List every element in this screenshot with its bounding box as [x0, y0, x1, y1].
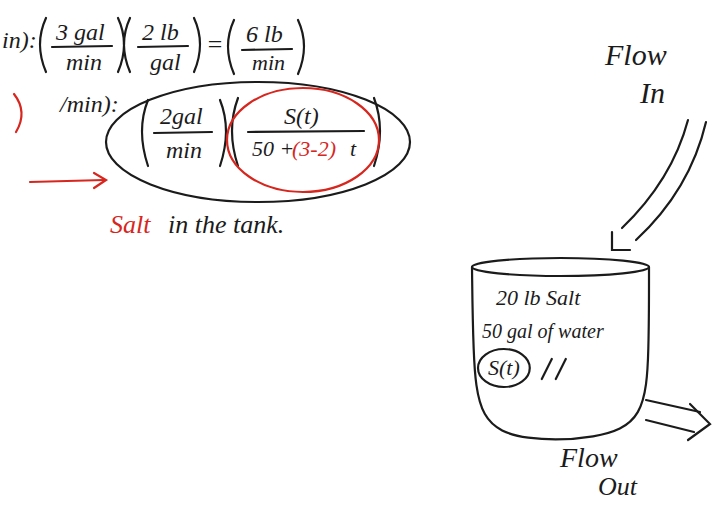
paren	[142, 100, 148, 166]
inflow-pipe	[622, 120, 688, 228]
inflow-arrowhead	[612, 232, 630, 250]
tank-note: 20 lb Salt	[496, 287, 580, 309]
tank-rim	[472, 258, 649, 276]
circled-term	[478, 349, 530, 387]
paren	[40, 18, 46, 72]
fraction-bar	[138, 46, 188, 47]
circled-term	[106, 82, 410, 202]
handwritten-note: (3-2)	[292, 138, 336, 160]
handwritten-note: min	[252, 52, 285, 74]
handwritten-note: S(t)	[284, 104, 319, 128]
tank-note: 50 gal of water	[482, 321, 604, 341]
hatch-mark	[542, 359, 552, 379]
handwritten-note: in):	[2, 28, 37, 52]
fraction-bar	[154, 132, 212, 133]
handwritten-note: In	[640, 78, 665, 108]
outflow-arrowhead	[688, 404, 710, 440]
paren	[194, 18, 200, 72]
handwritten-note: Flow	[560, 444, 618, 472]
handwritten-note: min	[66, 50, 102, 74]
red-paren	[14, 94, 22, 132]
paren	[232, 98, 238, 166]
handwritten-note: min	[166, 138, 202, 162]
handwritten-note: 6 lb	[246, 22, 283, 46]
red-arrow-head	[94, 173, 106, 188]
tank-outline	[468, 255, 653, 445]
fraction-bar	[52, 46, 112, 47]
paren	[220, 100, 226, 166]
paren	[124, 18, 130, 72]
handwritten-note: Out	[598, 474, 637, 500]
fraction-bar	[248, 131, 364, 132]
handwritten-note: 3 gal	[56, 20, 105, 44]
red-circle	[227, 88, 379, 192]
handwritten-note: 2 lb	[142, 20, 179, 44]
paren	[228, 20, 234, 74]
outflow-pipe	[646, 420, 694, 432]
mixing-tank: 20 lb Salt 50 gal of waterS(t)	[468, 255, 653, 445]
handwritten-note: Flow	[605, 40, 667, 70]
handwritten-note: Salt	[110, 212, 150, 238]
handwritten-note: in the tank.	[168, 212, 284, 238]
inflow-pipe	[636, 122, 706, 240]
handwritten-note: 2gal	[160, 104, 203, 128]
tank-note: S(t)	[488, 357, 520, 379]
handwritten-note: =	[206, 32, 224, 58]
handwritten-note: 50 +	[252, 138, 294, 160]
fraction-bar	[242, 49, 292, 50]
paren	[298, 20, 304, 74]
handwritten-note: gal	[150, 50, 181, 74]
handwritten-note: t	[350, 138, 356, 160]
hatch-mark	[556, 359, 566, 379]
red-arrow	[30, 180, 104, 182]
tank-wall	[472, 267, 649, 439]
handwritten-note: /min):	[60, 92, 119, 116]
